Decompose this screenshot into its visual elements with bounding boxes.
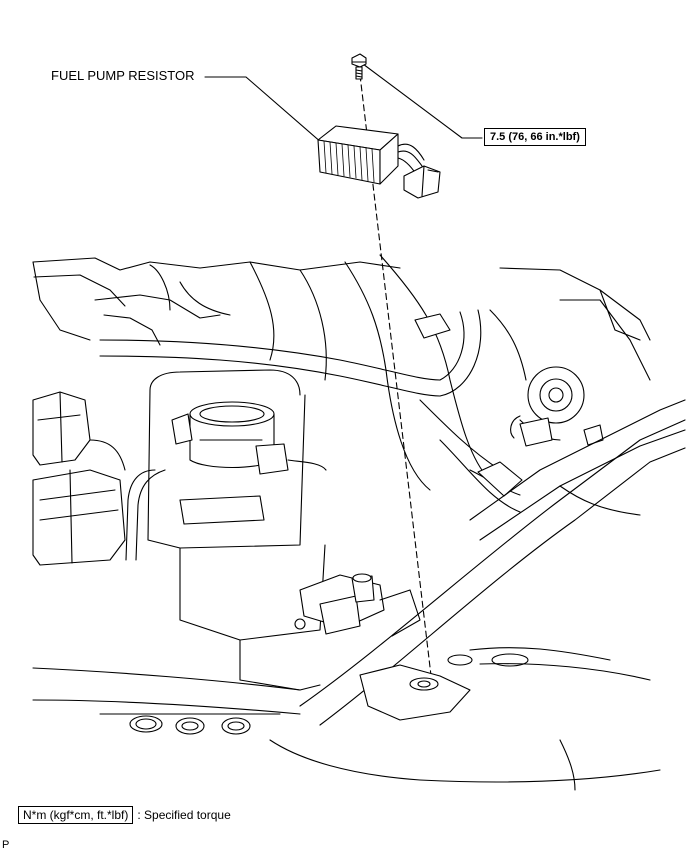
legend-unit-box: N*m (kgf*cm, ft.*lbf) bbox=[18, 806, 134, 824]
resistor-icon bbox=[317, 125, 399, 185]
corner-mark: P bbox=[2, 839, 10, 851]
fuel-pump-resistor-label: FUEL PUMP RESISTOR bbox=[51, 68, 195, 83]
resistor-leader bbox=[204, 76, 331, 151]
connector-icon bbox=[397, 143, 441, 199]
torque-legend: N*m (kgf*cm, ft.*lbf) : Specified torque bbox=[18, 806, 231, 824]
torque-spec-box: 7.5 (76, 66 in.*lbf) bbox=[484, 128, 586, 146]
torque-leader bbox=[362, 63, 483, 139]
legend-description: : Specified torque bbox=[137, 808, 231, 822]
bolt-icon bbox=[351, 53, 367, 80]
engine-bay-lines bbox=[32, 254, 686, 791]
